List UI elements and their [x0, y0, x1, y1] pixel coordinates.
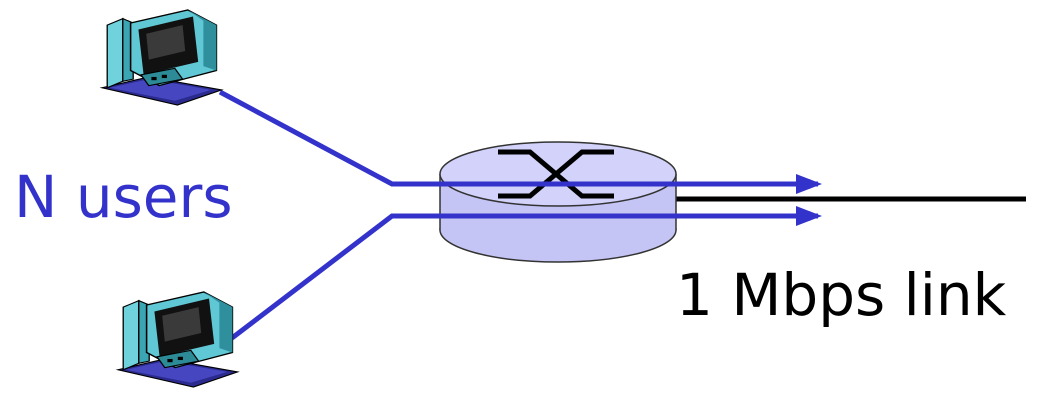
users-label: N users [14, 163, 233, 231]
arrow-right-icon [796, 174, 822, 194]
desktop-computer-icon [117, 291, 239, 388]
arrow-right-icon [796, 206, 822, 226]
user-link-bottom [230, 211, 819, 340]
link-label: 1 Mbps link [676, 261, 1007, 329]
desktop-computer-icon [101, 9, 223, 106]
router-icon [439, 141, 677, 263]
user-link-top [218, 89, 819, 189]
